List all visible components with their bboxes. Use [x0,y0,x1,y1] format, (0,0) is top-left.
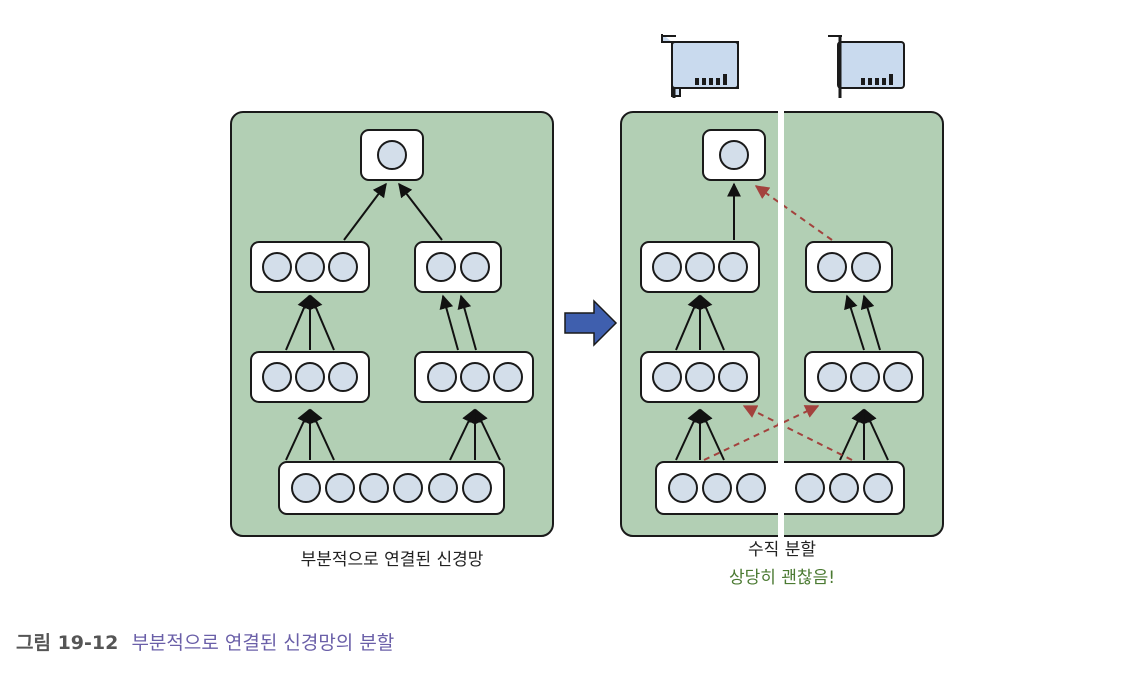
neuron [460,362,490,392]
neuron [829,473,859,503]
left-connections [285,182,501,461]
left-conn-h1a-h2a-3 [309,294,335,351]
neuron [359,473,389,503]
left-conn-h2b-out [398,182,443,241]
neuron [685,252,715,282]
left-conn-h1b-h2b-1 [439,294,459,351]
neuron [426,252,456,282]
neuron [863,473,893,503]
neuron [325,473,355,503]
neuron [427,362,457,392]
neuron [295,362,325,392]
neuron [850,362,880,392]
left-conn-in-h1b-3 [475,408,501,461]
neuron [817,252,847,282]
left-panel-caption: 부분적으로 연결된 신경망 [301,550,484,570]
right-cross-device-connections [703,185,853,461]
neuron [883,362,913,392]
left-panel-background [230,111,554,537]
right-conn-in-h1b-3 [863,408,889,461]
right-conn-h1a-h2a-3 [699,294,725,351]
neuron [817,362,847,392]
neuron [262,362,292,392]
neuron [652,252,682,282]
right-arrow-icon [564,299,618,347]
neuron [377,140,407,170]
left-panel: 부분적으로 연결된 신경망 [230,111,554,570]
figure-caption-text: 그림 19-12 부분적으로 연결된 신경망의 분할 [16,632,394,654]
neuron [328,362,358,392]
right-connections [675,182,889,461]
right-conn-h1b-h2b-1 [844,294,865,351]
neuron [493,362,523,392]
figure-title: 부분적으로 연결된 신경망의 분할 [131,632,394,654]
neuron [328,252,358,282]
right-conn-h1b-h2b-2 [860,294,881,351]
left-conn-in-h1a-3 [309,408,335,461]
gpu-card-icon [828,35,905,98]
right-panel-caption: 수직 분할 [748,540,816,560]
right-panel-note: 상당히 괜찮음! [729,568,835,588]
cross-conn-h2b-out [754,185,833,241]
left-conn-h2a-out [343,182,387,241]
neuron [851,252,881,282]
neuron [428,473,458,503]
neuron [668,473,698,503]
neuron [460,252,490,282]
neuron [718,252,748,282]
neuron [685,362,715,392]
right-conn-in-h1a-3 [699,408,725,461]
figure-caption: 그림 19-12 부분적으로 연결된 신경망의 분할 [16,632,394,654]
neuron [652,362,682,392]
neuron [719,140,749,170]
gpu-card-icon [661,34,739,98]
neuron [736,473,766,503]
right-panel: 수직 분할 상당히 괜찮음! [620,100,944,588]
neuron [295,252,325,282]
neuron [462,473,492,503]
left-conn-h1b-h2b-2 [457,294,477,351]
neuron [291,473,321,503]
neuron [702,473,732,503]
figure-label: 그림 19-12 [16,632,118,654]
neuron [795,473,825,503]
cross-conn-in-h1a [742,405,853,461]
neuron [718,362,748,392]
neuron [393,473,423,503]
neuron [262,252,292,282]
